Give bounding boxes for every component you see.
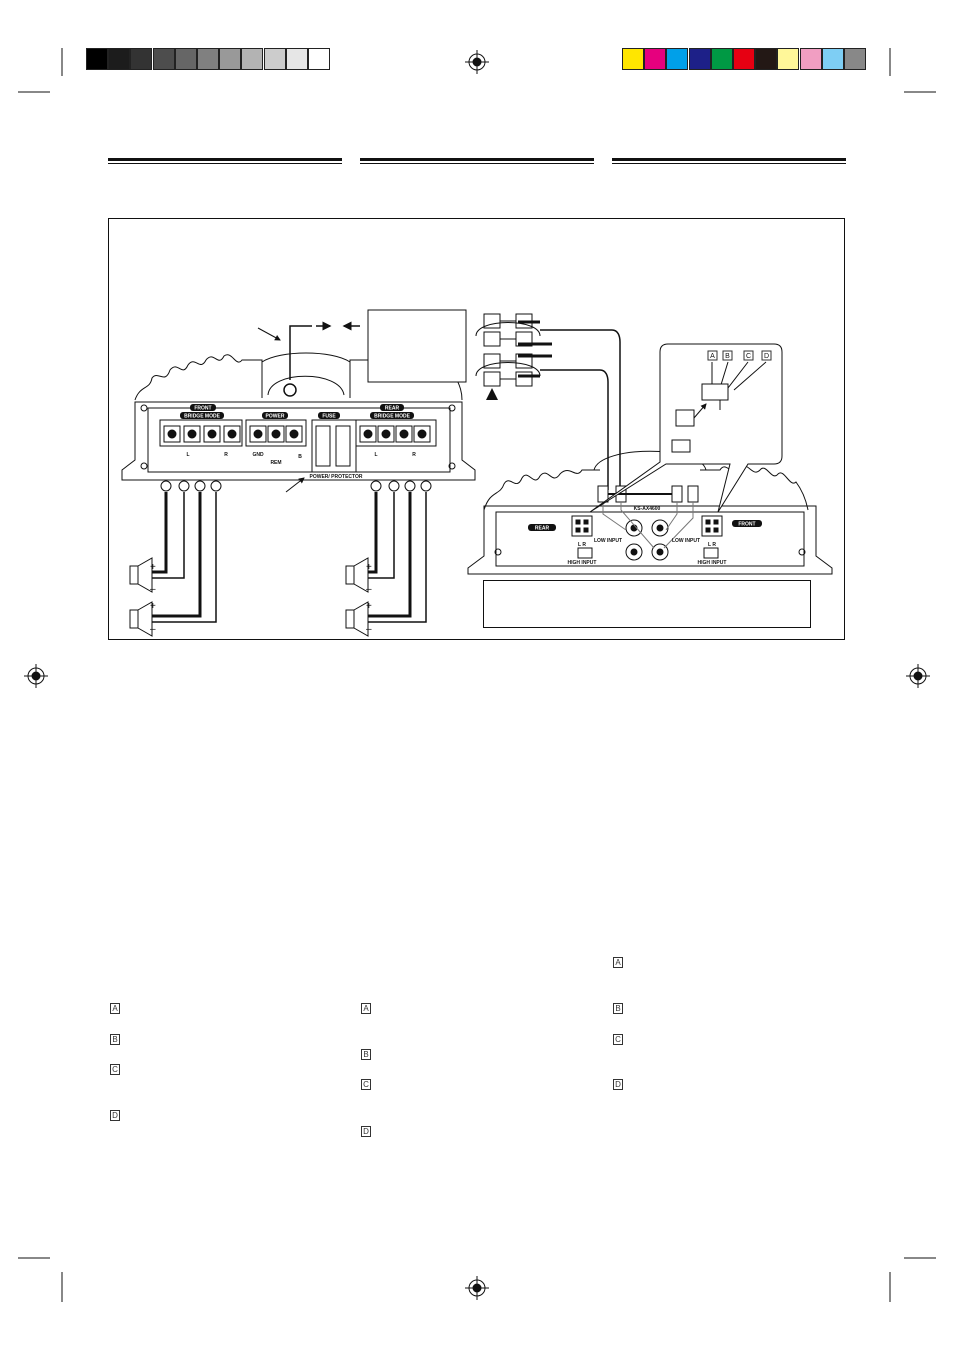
label-model: KS-AX4600 bbox=[634, 506, 661, 512]
label-low-input-right: LOW INPUT bbox=[672, 538, 700, 544]
label-fuse: FUSE bbox=[322, 414, 336, 420]
gray-bar-swatch bbox=[241, 48, 264, 70]
gray-bar-swatch bbox=[152, 48, 175, 70]
note-box bbox=[483, 580, 811, 628]
label-bridge-mode-rear: BRIDGE MODE bbox=[374, 414, 411, 420]
connector-letter-d: D bbox=[764, 353, 769, 360]
col3-marker-b: B bbox=[613, 1003, 623, 1014]
registration-mark-bottom bbox=[465, 1276, 489, 1300]
power-cable bbox=[257, 321, 360, 493]
label-front: FRONT bbox=[194, 406, 211, 412]
col2-marker-a: A bbox=[361, 1003, 371, 1014]
connector-letter-a: A bbox=[710, 353, 715, 360]
polarity-minus-4: – bbox=[366, 624, 372, 635]
color-bar-swatch bbox=[622, 48, 644, 70]
polarity-minus-2: – bbox=[150, 624, 156, 635]
col3-marker-d: D bbox=[613, 1079, 623, 1090]
connector-letters: A B C D bbox=[707, 350, 772, 361]
color-bar-swatch bbox=[733, 48, 755, 70]
amplifier-left bbox=[121, 352, 476, 481]
col1-marker-d: D bbox=[110, 1110, 120, 1121]
col3-marker-c: C bbox=[613, 1034, 623, 1045]
speaker-rear-left bbox=[345, 557, 369, 593]
label-high-input-left: HIGH INPUT bbox=[568, 560, 597, 566]
connector-callout bbox=[589, 343, 783, 513]
color-bar-swatch bbox=[844, 48, 866, 70]
polarity-plus-4: + bbox=[366, 601, 372, 612]
polarity-plus-2: + bbox=[150, 601, 156, 612]
col2-marker-b: B bbox=[361, 1049, 371, 1060]
label-lr-right: L R bbox=[708, 542, 716, 548]
polarity-plus-3: + bbox=[366, 562, 372, 573]
connector-letter-c: C bbox=[746, 353, 751, 360]
color-bar-swatch bbox=[777, 48, 800, 70]
label-l-rear: L bbox=[374, 452, 377, 458]
label-r-front: R bbox=[224, 452, 228, 458]
label-rem: REM bbox=[270, 460, 281, 466]
registration-mark-right bbox=[906, 664, 930, 688]
gray-bar-swatch bbox=[219, 48, 242, 70]
color-bar-swatch bbox=[666, 48, 689, 70]
label-gnd: GND bbox=[252, 452, 264, 458]
col1-marker-c: C bbox=[110, 1064, 120, 1075]
gray-bar-swatch bbox=[86, 48, 108, 70]
amp-right-labels: REAR FRONT KS-AX4600 LOW INPUT LOW INPUT… bbox=[528, 506, 762, 566]
color-bar-swatch bbox=[821, 48, 844, 70]
color-bar-swatch bbox=[799, 48, 822, 70]
label-lr-left: L R bbox=[578, 542, 586, 548]
amp-left-labels: FRONT BRIDGE MODE POWER FUSE REAR BRIDGE… bbox=[180, 404, 416, 480]
label-front-right: FRONT bbox=[738, 522, 755, 528]
speakers bbox=[129, 557, 369, 637]
label-b: B bbox=[298, 454, 302, 460]
label-power-protector: POWER/ PROTECTOR bbox=[310, 474, 363, 480]
gray-bar-swatch bbox=[197, 48, 219, 70]
section-rule-3 bbox=[612, 158, 846, 164]
amplifier-right bbox=[467, 450, 833, 575]
label-bridge-mode-front: BRIDGE MODE bbox=[184, 414, 221, 420]
speaker-wires-left bbox=[152, 480, 432, 623]
color-bar-swatch bbox=[710, 48, 733, 70]
col1-marker-a: A bbox=[110, 1003, 120, 1014]
label-rear-right: REAR bbox=[535, 526, 550, 532]
polarity-minus-1: – bbox=[150, 584, 156, 595]
gray-bar-swatch bbox=[130, 48, 153, 70]
section-rule-1 bbox=[108, 158, 342, 164]
speaker-rear-right bbox=[345, 601, 369, 637]
label-r-rear: R bbox=[412, 452, 416, 458]
polarity-minus-3: – bbox=[366, 584, 372, 595]
section-rule-2 bbox=[360, 158, 594, 164]
label-rear: REAR bbox=[385, 406, 400, 412]
color-bar-swatch bbox=[644, 48, 667, 70]
label-low-input-left: LOW INPUT bbox=[594, 538, 622, 544]
rca-labels-bars bbox=[518, 320, 552, 378]
label-high-input-right: HIGH INPUT bbox=[698, 560, 727, 566]
connector-letter-b: B bbox=[725, 353, 730, 360]
registration-mark-top bbox=[465, 50, 489, 74]
rca-cables bbox=[540, 329, 621, 490]
speaker-front-right bbox=[129, 601, 153, 637]
color-bar-swatch bbox=[755, 48, 778, 70]
col2-marker-d: D bbox=[361, 1126, 371, 1137]
head-unit-box bbox=[367, 309, 467, 383]
polarity-plus-1: + bbox=[150, 562, 156, 573]
color-bar-swatch bbox=[688, 48, 711, 70]
gray-bar-swatch bbox=[174, 48, 197, 70]
gray-bar-swatch bbox=[263, 48, 286, 70]
connection-diagram-frame bbox=[108, 218, 845, 640]
label-l-front: L bbox=[186, 452, 189, 458]
registration-mark-left bbox=[24, 664, 48, 688]
gray-bar-swatch bbox=[285, 48, 308, 70]
col3-marker-a: A bbox=[613, 957, 623, 968]
col2-marker-c: C bbox=[361, 1079, 371, 1090]
col1-marker-b: B bbox=[110, 1034, 120, 1045]
speaker-front-left bbox=[129, 557, 153, 593]
gray-bar-swatch bbox=[108, 48, 131, 70]
label-power: POWER bbox=[266, 414, 285, 420]
gray-bar-swatch bbox=[308, 48, 330, 70]
